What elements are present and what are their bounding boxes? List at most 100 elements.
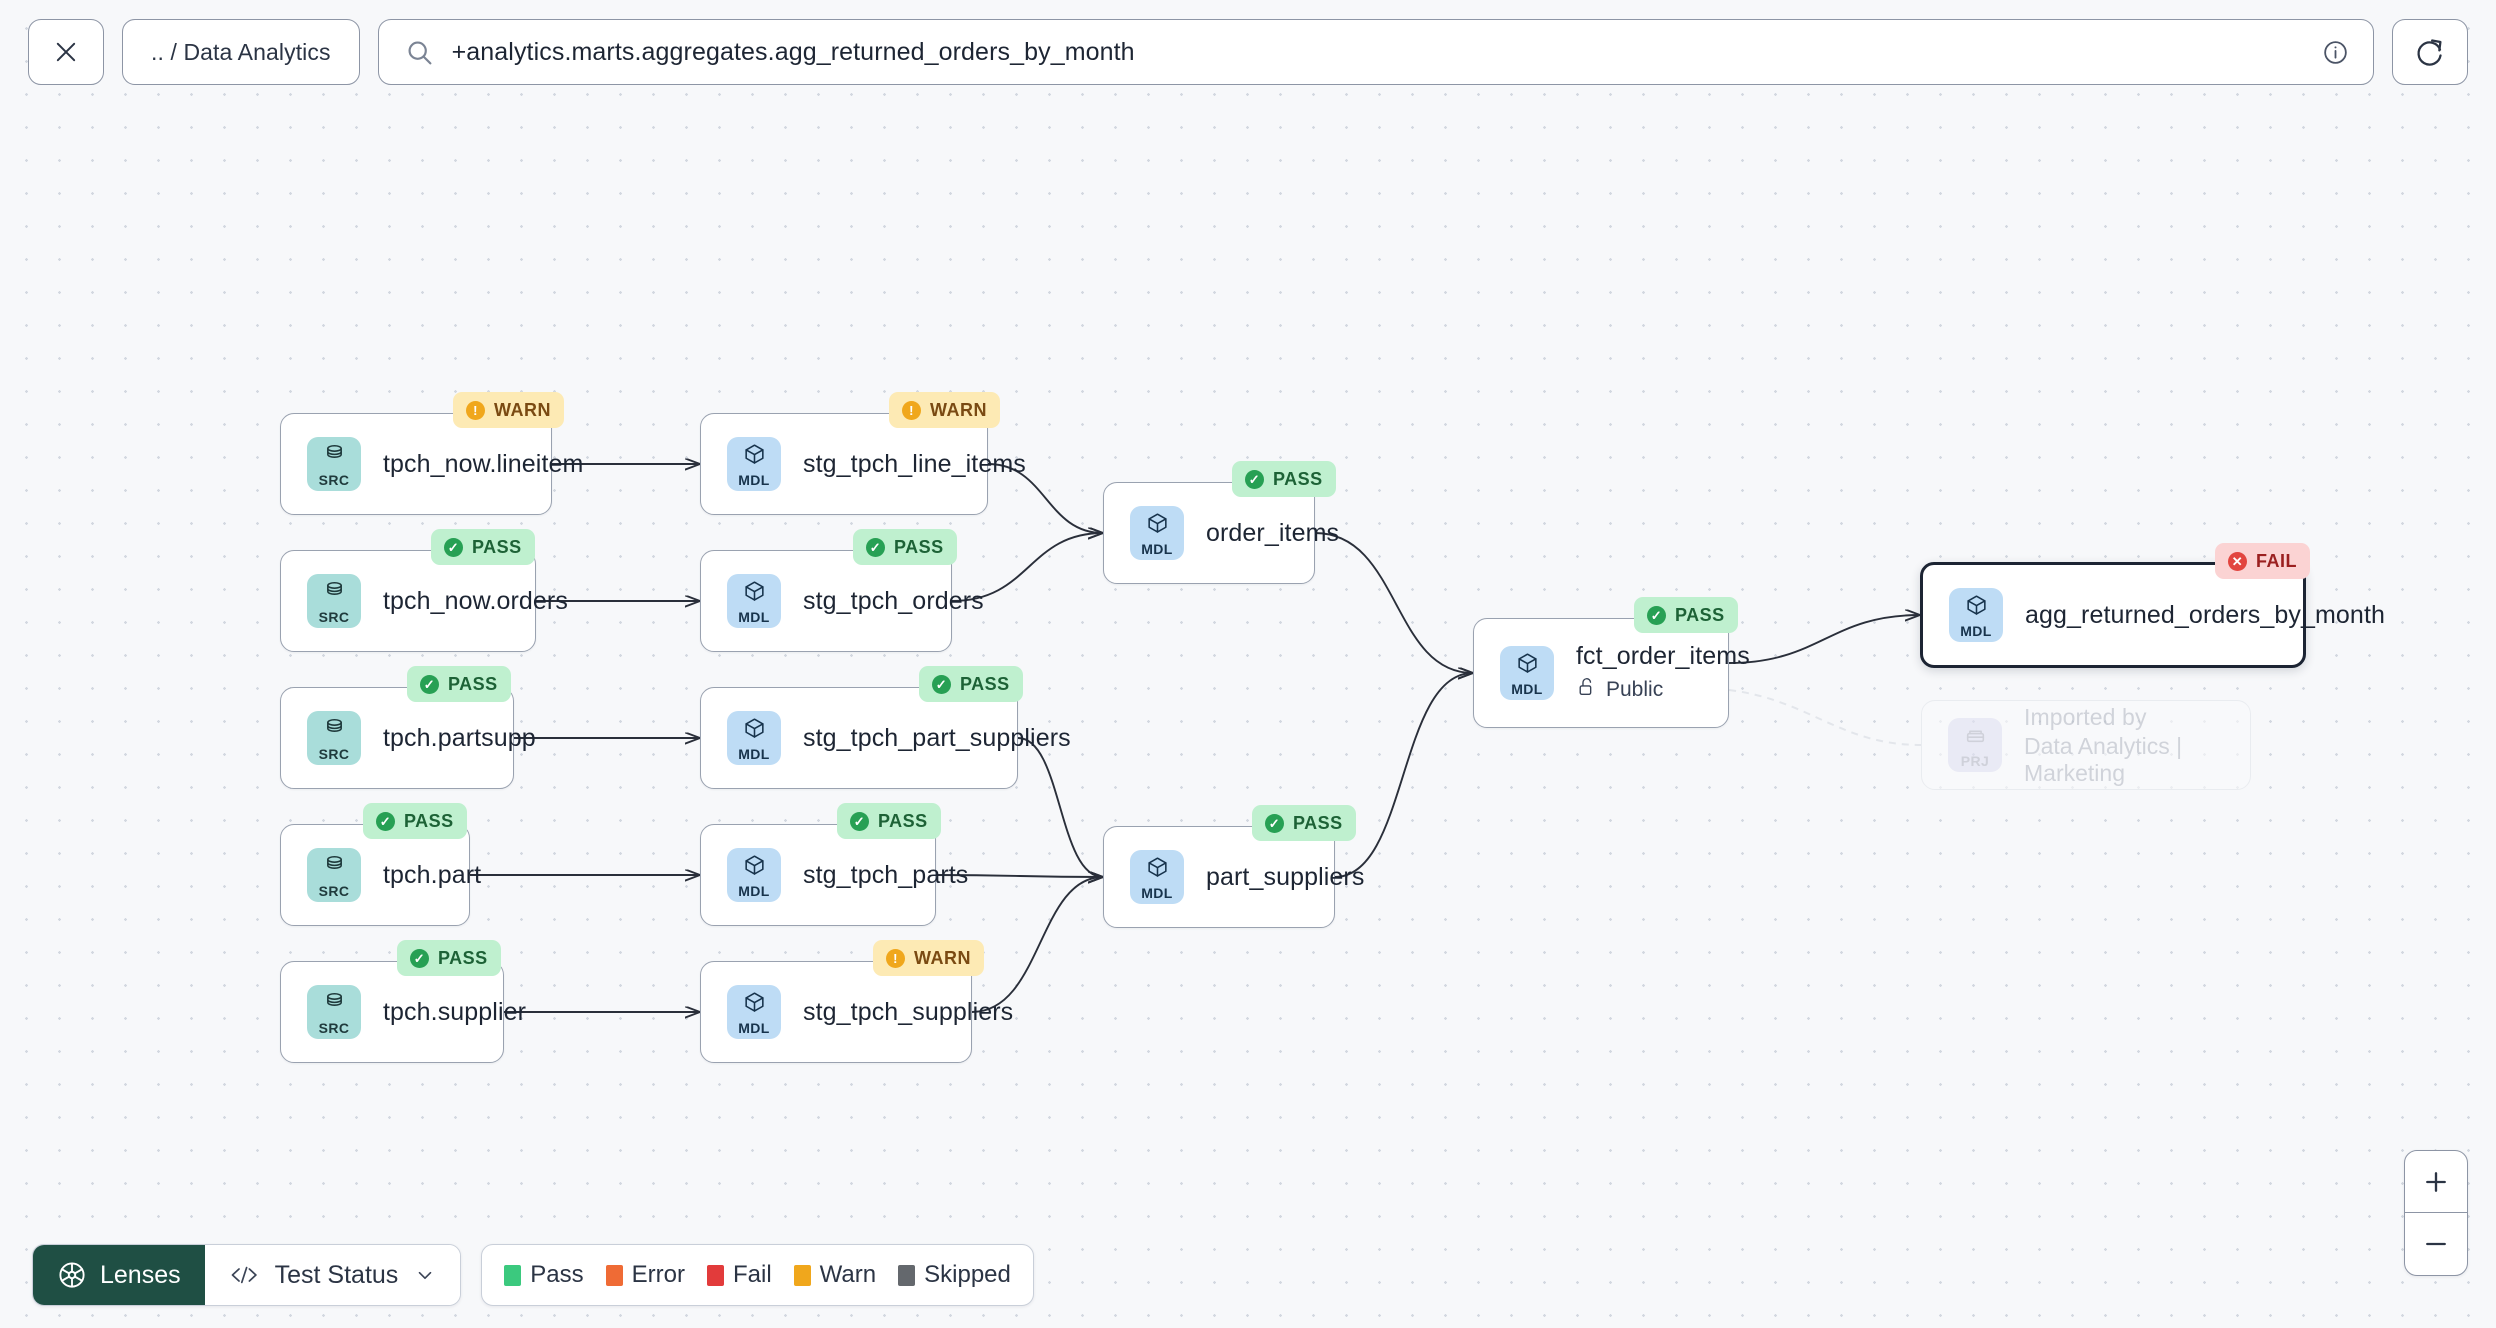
node-title: stg_tpch_line_items bbox=[803, 449, 1026, 478]
edge bbox=[1728, 615, 1920, 664]
node-label-group: stg_tpch_orders bbox=[803, 586, 984, 616]
node-type-label: MDL bbox=[1960, 622, 1992, 639]
breadcrumb[interactable]: .. / Data Analytics bbox=[122, 19, 360, 85]
node-title: stg_tpch_orders bbox=[803, 586, 984, 615]
node-title: fct_order_items bbox=[1576, 642, 1750, 670]
lenses-button[interactable]: Lenses bbox=[33, 1245, 205, 1305]
status-badge-warn: !WARN bbox=[889, 392, 1000, 428]
edge bbox=[971, 877, 1103, 1013]
legend-item-error[interactable]: Error bbox=[605, 1261, 685, 1289]
node-visibility: Public bbox=[1576, 676, 1702, 704]
status-dot-icon: ! bbox=[886, 948, 905, 968]
edge bbox=[951, 533, 1103, 602]
node-label-group: order_items bbox=[1206, 519, 1339, 548]
node-type-label: SRC bbox=[318, 745, 350, 762]
chevron-down-icon bbox=[414, 1264, 436, 1286]
cube-icon bbox=[742, 716, 767, 746]
status-badge-label: PASS bbox=[448, 673, 498, 694]
node-label-group: tpch_now.orders bbox=[383, 587, 568, 616]
imported-by-project: Data Analytics | Marketing bbox=[2024, 732, 2183, 786]
status-dot-icon: ✓ bbox=[410, 948, 429, 968]
test-status-dropdown[interactable]: Test Status bbox=[204, 1245, 461, 1305]
node-type-badge-mdl: MDL bbox=[1949, 588, 2003, 642]
node-label-group: tpch_now.lineitem bbox=[383, 450, 583, 479]
status-dot-icon: ✓ bbox=[1245, 469, 1264, 489]
legend-item-fail[interactable]: Fail bbox=[707, 1261, 772, 1289]
edge bbox=[1017, 737, 1103, 877]
cube-icon bbox=[1515, 651, 1540, 681]
status-dot-icon: ! bbox=[466, 400, 485, 420]
node-type-label: SRC bbox=[318, 882, 350, 899]
node-type-badge-src: SRC bbox=[307, 574, 361, 628]
status-badge-pass: ✓PASS bbox=[1232, 461, 1336, 497]
node-label-group: tpch.part bbox=[383, 860, 482, 890]
node-type-label: MDL bbox=[1511, 680, 1543, 697]
legend-item-pass[interactable]: Pass bbox=[504, 1261, 584, 1289]
node-type-label: MDL bbox=[1141, 884, 1173, 901]
refresh-button[interactable] bbox=[2392, 19, 2468, 85]
edge bbox=[935, 875, 1103, 877]
status-dot-icon: ✓ bbox=[444, 537, 463, 557]
lenses-label: Lenses bbox=[100, 1260, 181, 1289]
status-badge-warn: !WARN bbox=[453, 392, 564, 428]
breadcrumb-label: .. / Data Analytics bbox=[151, 38, 331, 65]
status-badge-pass: ✓PASS bbox=[1252, 805, 1356, 841]
legend-item-skipped[interactable]: Skipped bbox=[898, 1261, 1011, 1289]
legend-item-warn[interactable]: Warn bbox=[793, 1261, 876, 1289]
node-type-badge-src: SRC bbox=[307, 985, 361, 1039]
node-title: tpch.supplier bbox=[383, 997, 527, 1026]
status-badge-warn: !WARN bbox=[873, 940, 984, 976]
cube-icon bbox=[742, 442, 767, 472]
search-input[interactable] bbox=[451, 37, 2304, 67]
node-type-badge-mdl: MDL bbox=[1500, 646, 1554, 700]
info-icon[interactable] bbox=[2322, 39, 2349, 66]
legend-label: Error bbox=[631, 1261, 685, 1288]
status-badge-pass: ✓PASS bbox=[1634, 597, 1738, 633]
node-type-badge-mdl: MDL bbox=[727, 574, 781, 628]
status-badge-label: PASS bbox=[894, 536, 944, 557]
legend-swatch-error bbox=[605, 1264, 623, 1286]
status-legend: Pass Error Fail Warn Skipped bbox=[481, 1244, 1034, 1306]
node-type-label: SRC bbox=[318, 608, 350, 625]
node-type-label: PRJ bbox=[1960, 752, 1990, 769]
imported-by-label: Imported by bbox=[2024, 703, 2147, 730]
close-button[interactable] bbox=[28, 19, 104, 85]
node-title: agg_returned_orders_by_month bbox=[2025, 600, 2385, 629]
status-badge-label: FAIL bbox=[2256, 550, 2297, 571]
node-title: stg_tpch_parts bbox=[803, 860, 969, 889]
project-icon bbox=[1963, 723, 1988, 753]
close-icon bbox=[52, 38, 80, 66]
legend-swatch-fail bbox=[707, 1264, 724, 1286]
node-type-label: MDL bbox=[738, 471, 770, 488]
node-type-badge-mdl: MDL bbox=[727, 437, 781, 491]
zoom-controls bbox=[2404, 1150, 2468, 1276]
graph-node-stg_tpch_line_items[interactable]: !WARN MDL stg_tpch_line_items bbox=[700, 392, 1026, 515]
legend-swatch-skipped bbox=[898, 1264, 916, 1286]
search-bar[interactable] bbox=[377, 19, 2374, 85]
top-toolbar: .. / Data Analytics bbox=[0, 0, 2496, 104]
database-icon bbox=[322, 990, 347, 1020]
node-title: tpch.part bbox=[383, 860, 482, 889]
zoom-in-button[interactable] bbox=[2405, 1151, 2467, 1213]
database-icon bbox=[322, 853, 347, 883]
database-icon bbox=[322, 579, 347, 609]
zoom-out-button[interactable] bbox=[2405, 1213, 2467, 1275]
status-badge-label: PASS bbox=[1293, 812, 1343, 833]
cube-icon bbox=[742, 579, 767, 609]
